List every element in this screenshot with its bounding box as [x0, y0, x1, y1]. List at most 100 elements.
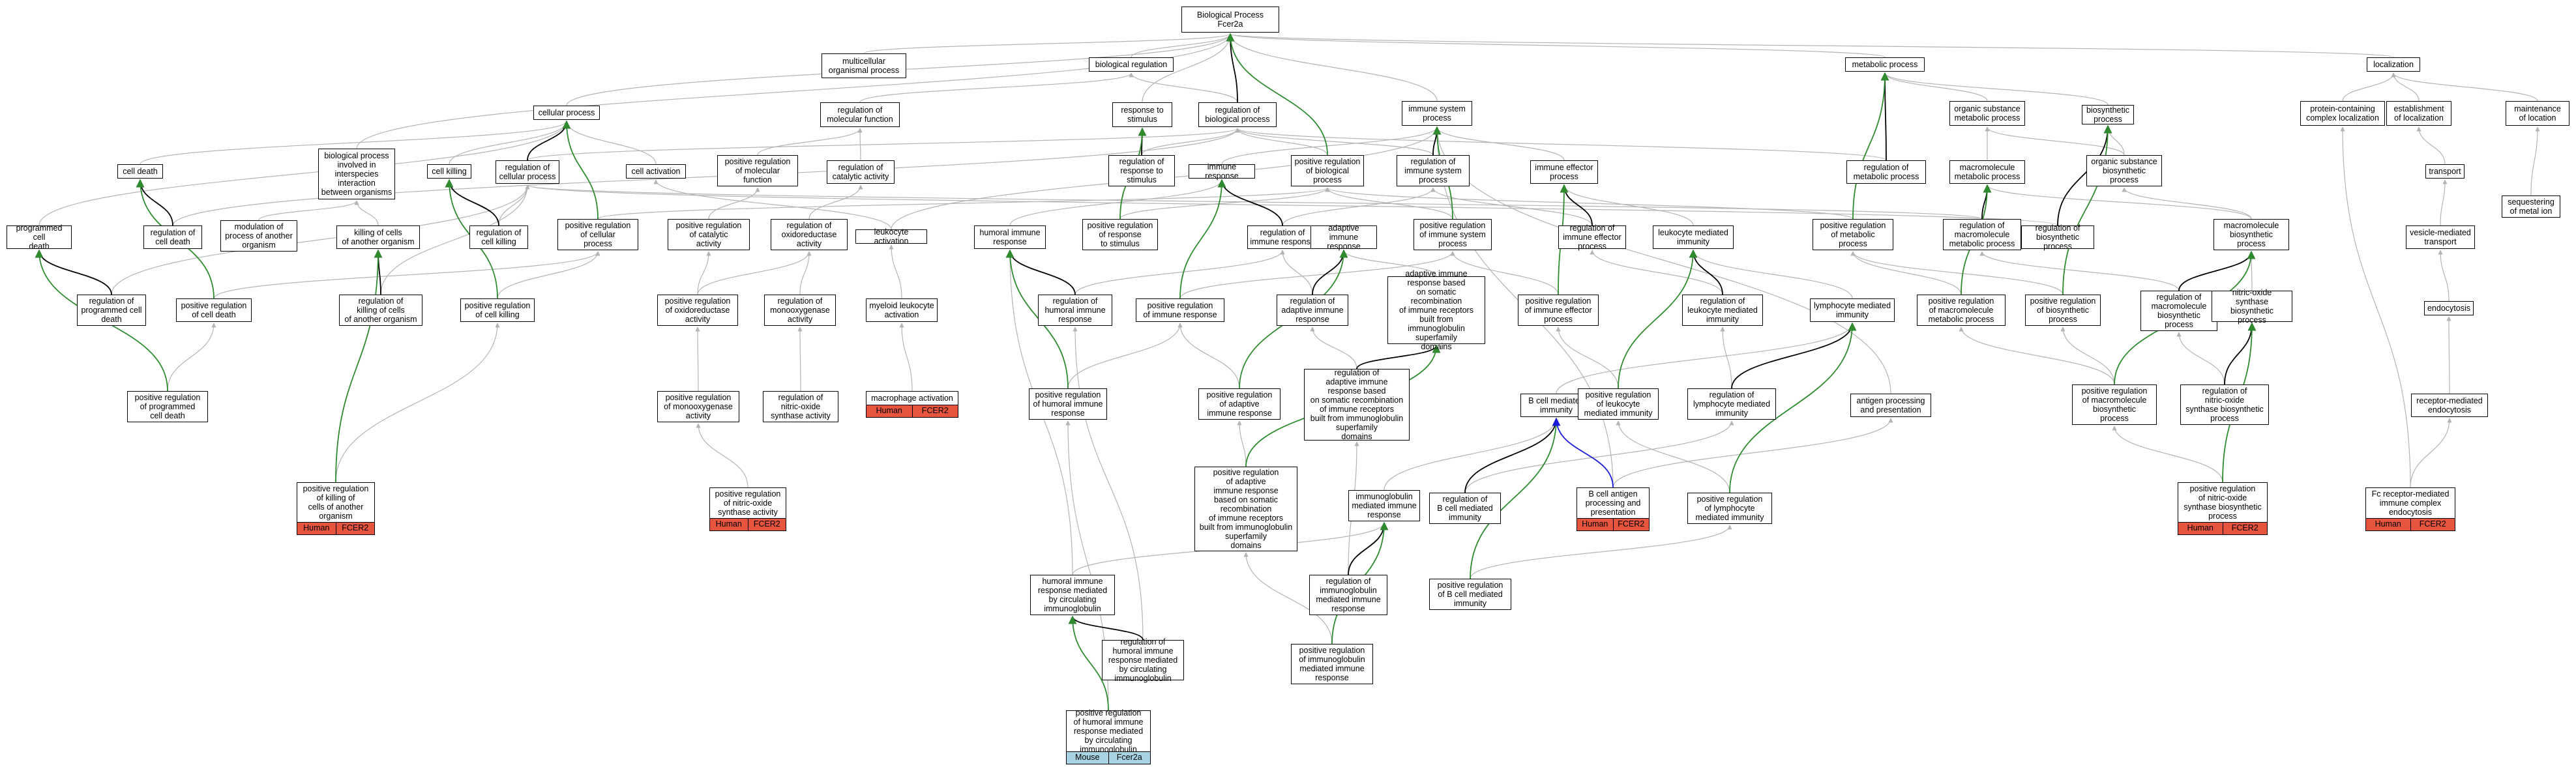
- go-term-regbcellmed[interactable]: regulation of B cell mediated immunity: [1429, 493, 1501, 524]
- go-term-posregimmeff[interactable]: positive regulation of immune effector p…: [1518, 295, 1599, 326]
- go-term-immresp[interactable]: immune response: [1189, 162, 1255, 181]
- go-term-posregmetab[interactable]: positive regulation of metabolic process: [1813, 219, 1893, 250]
- go-term-multicell[interactable]: multicellular organismal process: [822, 53, 906, 78]
- go-term-regimmresp[interactable]: regulation of immune response: [1247, 225, 1318, 249]
- go-term-regimmsys[interactable]: regulation of immune system process: [1397, 155, 1470, 186]
- go-term-igmed[interactable]: immunoglobulin mediated immune response: [1348, 490, 1420, 521]
- go-term-posregbcellmed[interactable]: positive regulation of B cell mediated i…: [1429, 579, 1511, 610]
- go-term-metab[interactable]: metabolic process: [1845, 57, 1925, 72]
- go-term-posregmonoox[interactable]: positive regulation of monooxygenase act…: [657, 391, 739, 422]
- go-term-humimm[interactable]: humoral immune response: [974, 225, 1046, 249]
- go-term-endocytosis[interactable]: endocytosis: [2424, 301, 2474, 315]
- go-term-regoxido[interactable]: regulation of oxidoreductase activity: [771, 219, 848, 250]
- go-term-posregcelldeath[interactable]: positive regulation of cell death: [176, 298, 252, 322]
- go-term-posregnos[interactable]: positive regulation of nitric-oxide synt…: [709, 487, 786, 519]
- go-term-regcatact[interactable]: regulation of catalytic activity: [827, 160, 895, 184]
- go-term-adaptsomatic[interactable]: adaptive immune response based on somati…: [1387, 269, 1485, 351]
- go-term-humcirc[interactable]: humoral immune response mediated by circ…: [1030, 575, 1115, 615]
- go-term-celldeath[interactable]: cell death: [117, 164, 163, 179]
- go-term-posreglymphmed[interactable]: positive regulation of lymphocyte mediat…: [1687, 493, 1772, 524]
- go-term-vesicle[interactable]: vesicle-mediated transport: [2406, 225, 2475, 249]
- go-term-regcelldeath[interactable]: regulation of cell death: [143, 225, 202, 249]
- go-term-regimmmed[interactable]: regulation of immunoglobulin mediated im…: [1309, 575, 1387, 615]
- go-term-regpcd[interactable]: regulation of programmed cell death: [77, 295, 146, 326]
- go-term-posregadaptsomatic[interactable]: positive regulation of adaptive immune r…: [1194, 467, 1297, 551]
- go-term-posreghumcirc[interactable]: positive regulation of humoral immune re…: [1066, 708, 1151, 754]
- go-term-posregadapt[interactable]: positive regulation of adaptive immune r…: [1198, 388, 1281, 420]
- go-term-reglymphmed[interactable]: regulation of lymphocyte mediated immuni…: [1687, 388, 1776, 420]
- go-term-modproc[interactable]: modulation of process of another organis…: [220, 220, 297, 252]
- go-term-posregcellkill[interactable]: positive regulation of cell killing: [460, 298, 535, 322]
- go-term-localization[interactable]: localization: [2367, 57, 2420, 72]
- go-term-posregoxido[interactable]: positive regulation of oxidoreductase ac…: [657, 295, 738, 326]
- go-term-protloc[interactable]: protein-containing complex localization: [2300, 101, 2385, 126]
- go-term-posregbio[interactable]: positive regulation of biological proces…: [1291, 155, 1364, 186]
- go-term-reghumcirc[interactable]: regulation of humoral immune response me…: [1102, 637, 1184, 683]
- go-term-posregmacrobio[interactable]: positive regulation of macromolecule bio…: [2072, 384, 2157, 425]
- go-term-leukact[interactable]: leukocyte activation: [855, 227, 927, 246]
- go-term-fcreceptor[interactable]: Fc receptor-mediated immune complex endo…: [2365, 487, 2455, 519]
- go-term-regcellkill[interactable]: regulation of cell killing: [469, 225, 528, 249]
- go-term-posregpcd[interactable]: positive regulation of programmed cell d…: [127, 391, 208, 422]
- go-term-nos[interactable]: nitric-oxide synthase biosynthetic proce…: [2212, 288, 2292, 325]
- go-term-posreghumimm[interactable]: positive regulation of humoral immune re…: [1029, 388, 1107, 420]
- go-term-immsys[interactable]: immune system process: [1402, 101, 1472, 126]
- go-term-posregmacromet[interactable]: positive regulation of macromolecule met…: [1917, 295, 2006, 326]
- go-term-immeff[interactable]: immune effector process: [1530, 160, 1598, 184]
- go-term-myeloid[interactable]: myeloid leukocyte activation: [866, 298, 938, 322]
- go-term-regmonoox[interactable]: regulation of monooxygenase activity: [764, 295, 836, 326]
- go-term-regkillother[interactable]: regulation of killing of cells of anothe…: [339, 295, 422, 326]
- go-term-posregresp[interactable]: positive regulation of response to stimu…: [1082, 219, 1158, 250]
- go-term-regleukmed[interactable]: regulation of leukocyte mediated immunit…: [1682, 295, 1763, 326]
- go-term-orgsubbio[interactable]: organic substance biosynthetic process: [2086, 155, 2162, 186]
- go-term-maintloc[interactable]: maintenance of location: [2506, 101, 2569, 126]
- go-term-macromet[interactable]: macromolecule metabolic process: [1949, 160, 2025, 184]
- go-term-regbioproc[interactable]: regulation of biological process: [1198, 102, 1277, 127]
- go-term-cellact[interactable]: cell activation: [626, 164, 686, 179]
- go-term-regmacrobio[interactable]: regulation of macromolecule biosynthetic…: [2140, 291, 2217, 331]
- go-term-estloc[interactable]: establishment of localization: [2386, 101, 2451, 126]
- go-term-seqmetal[interactable]: sequestering of metal ion: [2502, 195, 2560, 218]
- go-term-receptorendo[interactable]: receptor-mediated endocytosis: [2411, 394, 2488, 417]
- go-term-regnosbio[interactable]: regulation of nitric-oxide synthase bios…: [2180, 384, 2269, 425]
- go-term-posregcat[interactable]: positive regulation of catalytic activit…: [668, 219, 750, 250]
- go-term-pcd[interactable]: programmed cell death: [7, 224, 72, 251]
- go-term-macroact[interactable]: macrophage activation: [866, 391, 958, 405]
- go-term-macrobio[interactable]: macromolecule biosynthetic process: [2213, 219, 2289, 250]
- go-term-killother[interactable]: killing of cells of another organism: [336, 225, 420, 249]
- go-term-cellkilling[interactable]: cell killing: [427, 164, 471, 179]
- go-term-bioreg[interactable]: biological regulation: [1089, 57, 1174, 72]
- go-term-respstim[interactable]: response to stimulus: [1112, 102, 1172, 127]
- go-term-posregimmsys[interactable]: positive regulation of immune system pro…: [1414, 219, 1492, 250]
- go-term-root[interactable]: Biological Process Fcer2a: [1181, 7, 1279, 33]
- go-term-regmacromet[interactable]: regulation of macromolecule metabolic pr…: [1943, 219, 2021, 250]
- go-term-regadapt[interactable]: regulation of adaptive immune response: [1277, 295, 1348, 326]
- go-term-adaptimm[interactable]: adaptive immune response: [1310, 224, 1377, 251]
- go-term-cellproc[interactable]: cellular process: [533, 106, 600, 120]
- go-term-regbiosyn[interactable]: regulation of biosynthetic process: [2021, 224, 2094, 251]
- go-term-regnos[interactable]: regulation of nitric-oxide synthase acti…: [763, 391, 838, 422]
- go-term-posregcell[interactable]: positive regulation of cellular process: [557, 219, 638, 250]
- go-term-regmetab[interactable]: regulation of metabolic process: [1846, 160, 1926, 184]
- go-term-lymphmed[interactable]: lymphocyte mediated immunity: [1810, 298, 1895, 322]
- go-term-regimmeff[interactable]: regulation of immune effector process: [1558, 224, 1626, 251]
- go-term-orgsubmet[interactable]: organic substance metabolic process: [1949, 101, 2025, 126]
- go-term-regcellproc[interactable]: regulation of cellular process: [496, 160, 559, 184]
- go-term-posregleukmed[interactable]: positive regulation of leukocyte mediate…: [1578, 388, 1659, 420]
- go-term-biosyn[interactable]: biosynthetic process: [2082, 105, 2134, 124]
- go-term-posregbiosyn[interactable]: positive regulation of biosynthetic proc…: [2025, 295, 2101, 326]
- go-term-regadaptsomatic[interactable]: regulation of adaptive immune response b…: [1304, 368, 1410, 441]
- go-term-reghumimm[interactable]: regulation of humoral immune response: [1038, 295, 1112, 326]
- go-term-bcellantigen[interactable]: B cell antigen processing and presentati…: [1577, 487, 1650, 519]
- go-term-posregkillother[interactable]: positive regulation of killing of cells …: [297, 482, 375, 523]
- go-term-posregmolfunc[interactable]: positive regulation of molecular functio…: [717, 155, 798, 186]
- go-term-antigen[interactable]: antigen processing and presentation: [1850, 394, 1931, 417]
- go-term-interspecies[interactable]: biological process involved in interspec…: [318, 149, 395, 199]
- go-term-posregimmmed[interactable]: positive regulation of immunoglobulin me…: [1291, 644, 1373, 684]
- go-term-regrespstim[interactable]: regulation of response to stimulus: [1108, 155, 1175, 186]
- go-term-posregimmresp[interactable]: positive regulation of immune response: [1136, 298, 1224, 322]
- go-term-regmolfunc[interactable]: regulation of molecular function: [820, 102, 900, 127]
- go-term-leukmed[interactable]: leukocyte mediated immunity: [1653, 225, 1734, 249]
- go-term-transport[interactable]: transport: [2425, 164, 2465, 179]
- go-term-posregnosbio[interactable]: positive regulation of nitric-oxide synt…: [2178, 482, 2268, 523]
